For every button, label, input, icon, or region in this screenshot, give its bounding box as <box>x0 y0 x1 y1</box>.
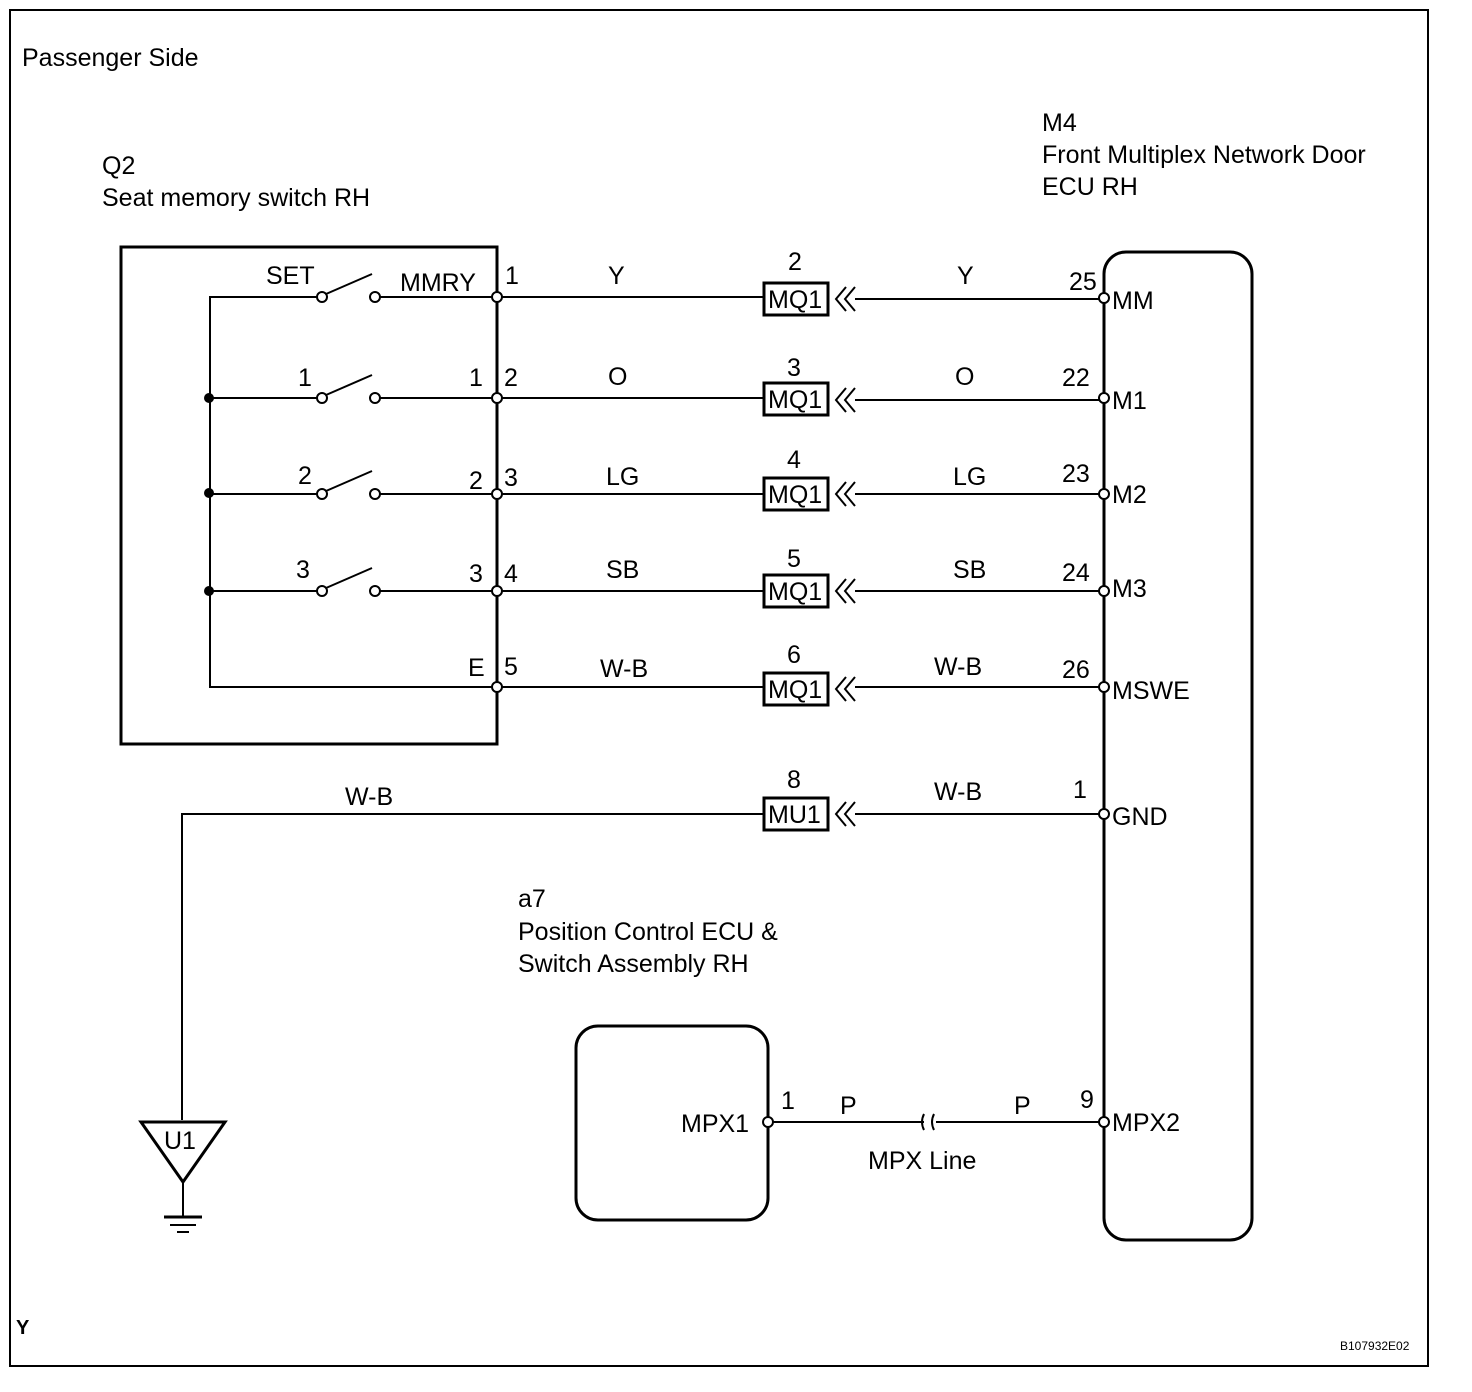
ecu-pin: 23 <box>1062 460 1090 488</box>
connector-pin: 3 <box>787 354 801 382</box>
switch-label-1: 1 <box>298 364 312 392</box>
connector-code: MQ1 <box>768 481 822 509</box>
connector-pin: 2 <box>788 248 802 276</box>
memory-switch-2 <box>210 470 497 500</box>
internal-terminal-mmry: MMRY <box>400 269 476 297</box>
connector-pin: 8 <box>787 766 801 794</box>
connector-code: MQ1 <box>768 578 822 606</box>
figure-id: B107932E02 <box>1340 1339 1410 1353</box>
door-ecu-name-line2: ECU RH <box>1042 173 1138 201</box>
ecu-terminal: MSWE <box>1112 677 1190 705</box>
memory-switch-1 <box>210 374 497 404</box>
wire-color-left: SB <box>606 556 639 584</box>
ecu-terminal: MM <box>1112 287 1154 315</box>
wire-color-right: Y <box>957 262 974 290</box>
position-ecu-name-line2: Switch Assembly RH <box>518 950 749 978</box>
switch-common-bus <box>209 296 497 688</box>
circuit-row <box>491 671 1110 707</box>
connector-pin: 5 <box>787 545 801 573</box>
mpx-ecu-terminal: MPX2 <box>1112 1109 1180 1137</box>
wire-color-left: W-B <box>600 655 648 683</box>
circuit-row <box>491 573 1110 609</box>
junction-dot <box>204 393 214 403</box>
wire-color-left: W-B <box>345 783 393 811</box>
position-ecu-pin: 1 <box>781 1087 795 1115</box>
mpx-ecu-pin: 9 <box>1080 1086 1094 1114</box>
wire-color-right: SB <box>953 556 986 584</box>
switch-label-set: SET <box>266 262 315 290</box>
wire-color-right: LG <box>953 463 986 491</box>
diagram-frame <box>9 9 1429 1367</box>
ground-symbol <box>138 1120 228 1233</box>
memory-switch-3 <box>210 567 497 597</box>
ecu-pin: 26 <box>1062 656 1090 684</box>
set-switch <box>316 273 497 303</box>
wire-color-right: W-B <box>934 778 982 806</box>
circuit-row <box>491 476 1110 512</box>
q2-pin: 1 <box>505 262 519 290</box>
door-ecu-name-line1: Front Multiplex Network Door <box>1042 141 1366 169</box>
ecu-terminal: M3 <box>1112 575 1147 603</box>
connector-code: MQ1 <box>768 386 822 414</box>
side-label: Passenger Side <box>22 44 199 72</box>
mpx-wire-left: P <box>840 1092 857 1120</box>
circuit-row <box>491 381 1110 417</box>
internal-terminal-3: 3 <box>469 560 483 588</box>
position-ecu-name-line1: Position Control ECU & <box>518 918 778 946</box>
wire-color-right: O <box>955 363 974 391</box>
junction-dot <box>204 586 214 596</box>
switch-unit-name: Seat memory switch RH <box>102 184 370 212</box>
position-ecu-terminal: MPX1 <box>681 1110 749 1138</box>
connector-code: MQ1 <box>768 676 822 704</box>
mpx-wire-right: P <box>1014 1092 1031 1120</box>
internal-terminal-e: E <box>468 654 485 682</box>
connector-code: MQ1 <box>768 286 822 314</box>
circuit-row <box>491 281 1110 317</box>
wire-color-left: LG <box>606 463 639 491</box>
ecu-pin: 22 <box>1062 364 1090 392</box>
position-ecu-code: a7 <box>518 885 546 913</box>
ecu-pin: 25 <box>1069 268 1097 296</box>
connector-code: MU1 <box>768 801 821 829</box>
internal-terminal-1: 1 <box>469 364 483 392</box>
ecu-terminal: M1 <box>1112 387 1147 415</box>
q2-pin: 4 <box>504 560 518 588</box>
wire-color-left: O <box>608 363 627 391</box>
ecu-terminal: M2 <box>1112 481 1147 509</box>
switch-label-3: 3 <box>296 556 310 584</box>
connector-pin: 6 <box>787 641 801 669</box>
footer-code: Y <box>16 1317 30 1339</box>
mpx-line <box>762 1113 1110 1131</box>
door-ecu-code: M4 <box>1042 109 1077 137</box>
mpx-line-label: MPX Line <box>868 1147 976 1175</box>
switch-unit-box <box>119 245 499 746</box>
wire-color-left: Y <box>608 262 625 290</box>
q2-pin: 2 <box>504 364 518 392</box>
door-ecu-box <box>1102 250 1254 1242</box>
ground-label: U1 <box>164 1127 196 1155</box>
ecu-pin: 24 <box>1062 559 1090 587</box>
wire-color-right: W-B <box>934 653 982 681</box>
switch-unit-code: Q2 <box>102 152 135 180</box>
circuit-row <box>181 796 1110 1120</box>
switch-label-2: 2 <box>298 462 312 490</box>
q2-pin: 3 <box>504 464 518 492</box>
internal-terminal-2: 2 <box>469 467 483 495</box>
ecu-pin: 1 <box>1073 776 1087 804</box>
junction-dot <box>204 488 214 498</box>
q2-pin: 5 <box>504 653 518 681</box>
connector-pin: 4 <box>787 446 801 474</box>
ecu-terminal: GND <box>1112 803 1168 831</box>
